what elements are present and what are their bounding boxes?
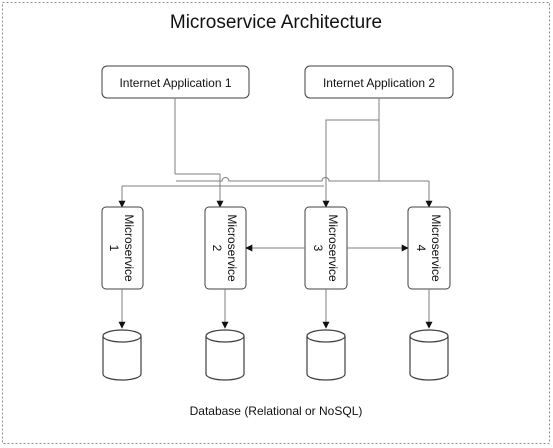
application-label: Internet Application 1	[119, 76, 231, 90]
microservice-number: 1	[107, 245, 121, 252]
microservice-word: Microservice	[429, 214, 443, 282]
microservice-number: 4	[414, 245, 428, 252]
microservice-word: Microservice	[225, 214, 239, 282]
diagram-frame	[2, 2, 550, 444]
connector-arrow-ms3	[322, 98, 380, 208]
microservice-3: Microservice 3	[304, 206, 348, 290]
internet-application-1: Internet Application 1	[101, 65, 250, 99]
database-icon	[306, 329, 346, 381]
microservice-1: Microservice 1	[101, 206, 144, 290]
application-label: Internet Application 2	[323, 76, 435, 90]
microservice-word: Microservice	[122, 214, 136, 282]
microservice-number: 2	[210, 245, 224, 252]
internet-application-2: Internet Application 2	[304, 65, 454, 99]
database-caption: Database (Relational or NoSQL)	[190, 404, 363, 418]
connector-line	[176, 177, 429, 182]
database-icon	[409, 329, 449, 381]
microservice-number: 3	[311, 245, 325, 252]
database-icon	[205, 329, 245, 381]
database-icon	[102, 329, 142, 381]
microservice-2: Microservice 2	[204, 206, 247, 290]
diagram-title: Microservice Architecture	[170, 12, 382, 33]
microservice-word: Microservice	[326, 214, 340, 282]
connectors	[118, 98, 433, 208]
microservice-4: Microservice 4	[407, 206, 451, 290]
